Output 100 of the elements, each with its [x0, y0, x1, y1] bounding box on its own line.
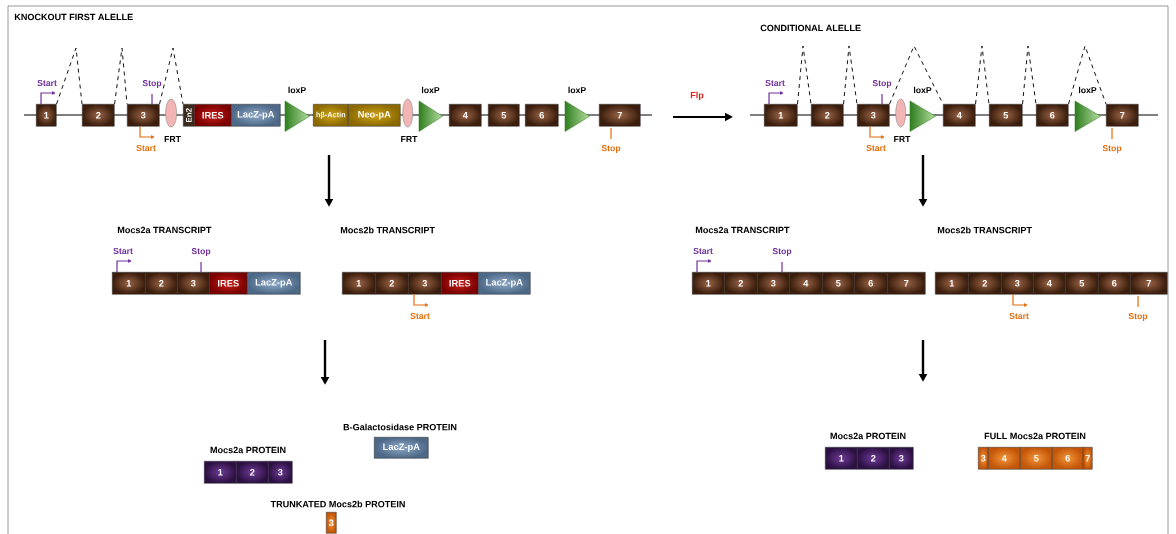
- cassette-box: Neo-pA: [348, 104, 401, 127]
- cassette-box: LacZ-pA: [247, 272, 301, 295]
- section-title: CONDITIONAL ALELLE: [760, 24, 861, 32]
- transcript-title: Mocs2a TRANSCRIPT: [117, 226, 212, 234]
- cassette-box: IRES: [441, 272, 479, 295]
- exon-box: 3: [127, 104, 160, 127]
- exon-box: 1: [692, 272, 725, 295]
- stop-label: Stop: [772, 248, 792, 256]
- cassette-box: LacZ-pA: [478, 272, 531, 295]
- protein-box: 3: [326, 512, 337, 534]
- frt-ellipse: [895, 98, 906, 128]
- splice-line: [843, 45, 858, 105]
- start-label: Start: [693, 247, 713, 255]
- exon-box: 4: [1033, 272, 1066, 295]
- start-label: Start: [866, 144, 886, 152]
- protein-title: FULL Mocs2a PROTEIN: [984, 432, 1086, 440]
- exon-box: 3: [408, 272, 442, 295]
- stop-label: Stop: [1102, 145, 1122, 153]
- start-label: Start: [765, 79, 785, 87]
- exon-box: 6: [525, 104, 559, 127]
- exon-box: 3: [177, 272, 210, 295]
- splice-line: [797, 45, 812, 105]
- exon-box: 2: [375, 272, 409, 295]
- exon-box: 7: [1130, 272, 1168, 295]
- exon-box: 5: [989, 104, 1023, 127]
- stop-label: Stop: [601, 145, 621, 153]
- exon-box: 1: [36, 104, 57, 127]
- frt-label: FRT: [894, 136, 911, 142]
- splice-line: [889, 45, 944, 105]
- exon-box: 3: [757, 272, 790, 295]
- protein-box: 2: [857, 447, 890, 470]
- splice-line: [1022, 45, 1037, 105]
- loxp-triangle: [564, 100, 590, 132]
- exon-box: 4: [449, 104, 482, 127]
- loxp-triangle: [418, 100, 443, 132]
- protein-box: 2: [236, 461, 269, 484]
- frt-label: FRT: [401, 136, 418, 142]
- protein-title: Mocs2a PROTEIN: [210, 446, 286, 454]
- loxp-triangle: [284, 100, 310, 132]
- exon-box: 2: [82, 104, 115, 127]
- loxp-label: loxP: [288, 86, 306, 94]
- loxp-triangle: [909, 100, 936, 132]
- protein-box: 3: [268, 461, 293, 484]
- section-title: KNOCKOUT FIRST ALELLE: [14, 13, 133, 21]
- loxp-label: loxP: [421, 86, 440, 94]
- exon-box: 6: [1036, 104, 1069, 127]
- protein-box: 4: [988, 447, 1021, 470]
- stop-label: Stop: [1128, 313, 1148, 321]
- exon-box: 2: [145, 272, 178, 295]
- start-label: Start: [37, 79, 57, 87]
- start-label: Start: [1009, 312, 1029, 320]
- exon-box: 7: [1106, 104, 1139, 127]
- exon-box: 6: [854, 272, 888, 295]
- cassette-box: IRES: [209, 272, 248, 295]
- loxp-label: loxP: [1078, 86, 1097, 94]
- exon-box: 2: [968, 272, 1002, 295]
- exon-box: 1: [764, 104, 798, 127]
- frt-ellipse: [165, 98, 177, 128]
- protein-box: 3: [978, 447, 989, 470]
- start-label: Start: [136, 144, 156, 152]
- protein-box: 7: [1083, 447, 1093, 470]
- exon-box: 6: [1098, 272, 1131, 295]
- protein-title: B-Galactosidase PROTEIN: [343, 423, 457, 431]
- transcript-title: Mocs2a TRANSCRIPT: [695, 226, 790, 234]
- exon-box: 3: [1001, 272, 1034, 295]
- transcript-title: Mocs2b TRANSCRIPT: [937, 226, 1032, 234]
- exon-box: 1: [935, 272, 969, 295]
- exon-box: 3: [857, 104, 890, 127]
- protein-box: 1: [825, 447, 858, 470]
- cassette-box: LacZ-pA: [374, 437, 429, 459]
- protein-box: 5: [1020, 447, 1053, 470]
- exon-box: 2: [724, 272, 758, 295]
- transcript-title: Mocs2b TRANSCRIPT: [340, 226, 435, 234]
- splice-line: [975, 45, 990, 105]
- stop-label: Stop: [872, 80, 892, 88]
- protein-box: 3: [889, 447, 914, 470]
- cassette-box: LacZ-pA: [231, 104, 281, 127]
- exon-box: 4: [943, 104, 976, 127]
- exon-box: 7: [599, 104, 641, 127]
- frt-label: FRT: [164, 136, 181, 142]
- exon-box: 5: [488, 104, 520, 127]
- stop-label: Stop: [142, 80, 162, 88]
- cassette-box: En2: [183, 104, 195, 127]
- exon-box: 5: [822, 272, 855, 295]
- exon-box: 1: [342, 272, 376, 295]
- start-label: Start: [113, 247, 133, 255]
- frt-ellipse: [402, 98, 413, 128]
- exon-box: 2: [811, 104, 844, 127]
- loxp-label: loxP: [568, 86, 586, 94]
- loxp-triangle: [1074, 100, 1101, 132]
- loxp-label: loxP: [913, 86, 932, 94]
- cassette-box: IRES: [194, 104, 232, 127]
- protein-title: TRUNKATED Mocs2b PROTEIN: [270, 500, 405, 508]
- protein-box: 6: [1052, 447, 1084, 470]
- splice-line: [114, 47, 128, 105]
- exon-box: 7: [887, 272, 926, 295]
- exon-box: 4: [789, 272, 823, 295]
- stop-label: Stop: [191, 248, 211, 256]
- enzyme-label: Flp: [690, 91, 704, 101]
- protein-box: 1: [204, 461, 237, 484]
